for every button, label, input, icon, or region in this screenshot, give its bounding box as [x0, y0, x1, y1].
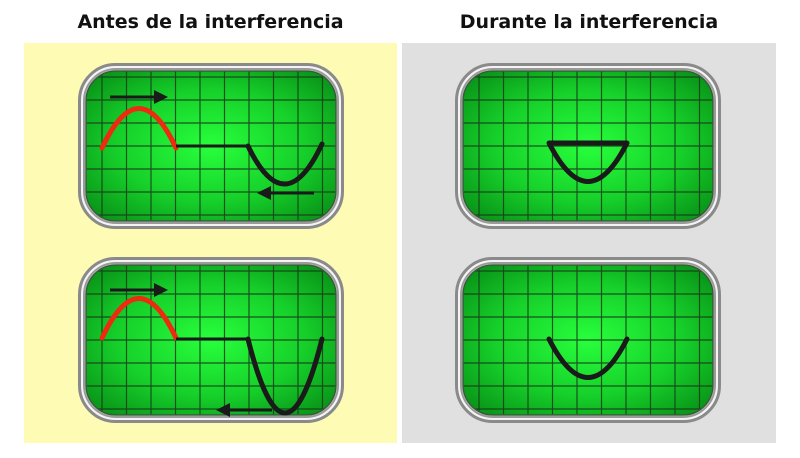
- oscilloscope-screen-before-bottom: [78, 257, 344, 423]
- screen-grid: [463, 71, 713, 221]
- arrow-right-icon: [110, 90, 168, 104]
- arrow-left-icon: [257, 186, 314, 200]
- oscilloscope-screen-during-bottom: [455, 257, 721, 423]
- oscilloscope-screen-during-top: [455, 63, 721, 229]
- black-wave-deep-trough: [245, 336, 325, 416]
- black-wave-trough: [546, 336, 630, 380]
- red-wave-crest: [99, 296, 179, 341]
- arrow-right-icon: [110, 283, 168, 297]
- black-wave-trough: [245, 141, 325, 187]
- title-before-interference: Antes de la interferencia: [77, 11, 344, 33]
- red-wave-crest: [99, 106, 179, 151]
- screen-grid: [463, 265, 713, 415]
- arrow-left-icon: [216, 403, 272, 417]
- title-during-interference: Durante la interferencia: [459, 11, 719, 33]
- oscilloscope-screen-before-top: [78, 63, 344, 229]
- black-wave-semicircle: [546, 140, 630, 184]
